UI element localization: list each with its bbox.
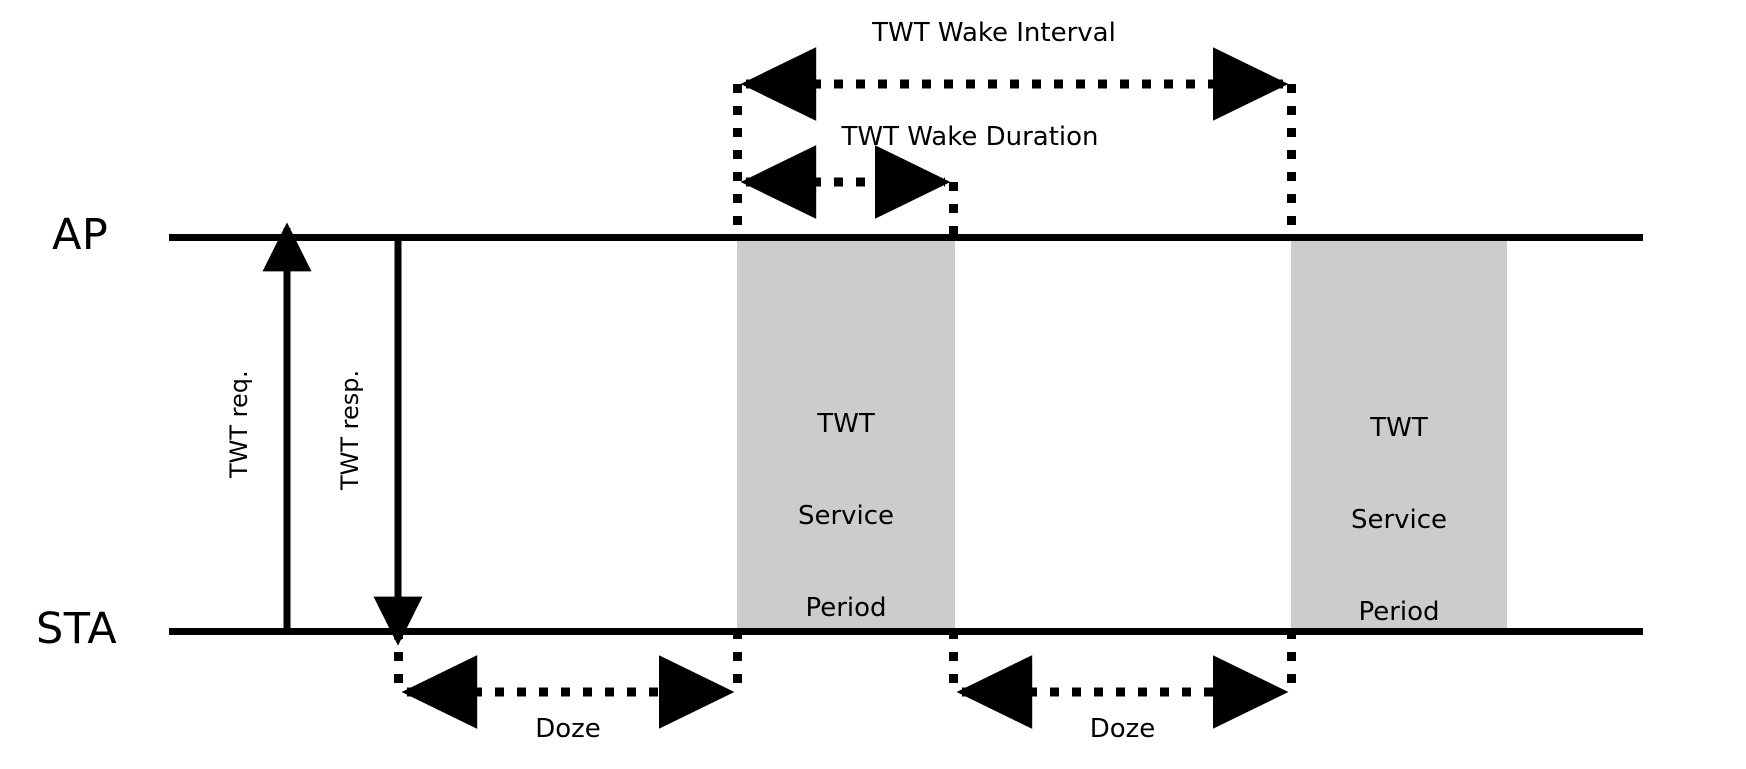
service-period-2-line3: Period xyxy=(1358,597,1440,628)
service-period-1-line2: Service xyxy=(797,501,895,532)
service-period-2-line2: Service xyxy=(1350,505,1448,536)
sta-axis-label: STA xyxy=(36,604,118,654)
service-period-1-label: TWT Service Period xyxy=(737,348,955,685)
twt-response-label: TWT resp. xyxy=(336,369,364,490)
twt-request-label: TWT req. xyxy=(225,370,253,478)
twt-wake-duration-label: TWT Wake Duration xyxy=(841,122,1099,152)
service-period-1-block xyxy=(737,241,955,631)
service-period-1-line3: Period xyxy=(805,593,887,624)
service-period-1-line1: TWT xyxy=(817,409,875,440)
service-period-2-block xyxy=(1291,241,1507,631)
ap-axis-label: AP xyxy=(52,210,109,260)
doze-2-label: Doze xyxy=(1089,714,1156,744)
service-period-2-line1: TWT xyxy=(1370,413,1428,444)
service-period-2-label: TWT Service Period xyxy=(1291,352,1507,689)
doze-1-label: Doze xyxy=(535,714,601,744)
twt-wake-interval-label: TWT Wake Interval xyxy=(872,18,1116,48)
